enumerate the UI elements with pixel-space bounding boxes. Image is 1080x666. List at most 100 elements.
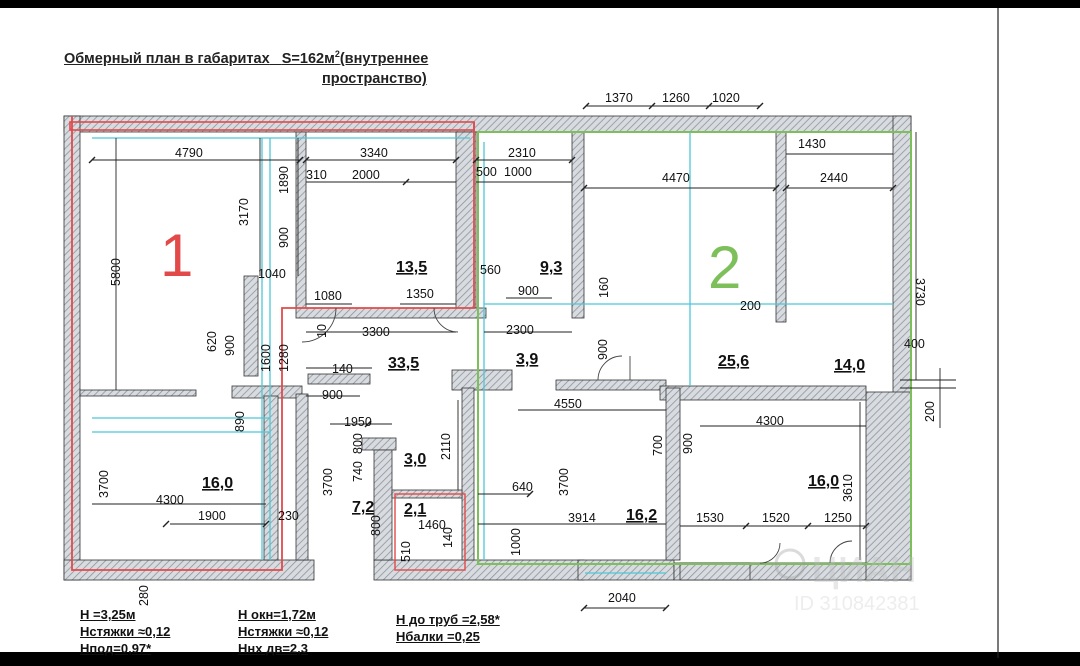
dim-mid2-1: 2300 xyxy=(506,323,534,337)
dim-mid2-2: 900 xyxy=(596,339,610,360)
dim-lower-0: 1950 xyxy=(344,415,372,429)
dim-mid1-5: 200 xyxy=(740,299,761,313)
dim-bm-7: 140 xyxy=(441,527,455,548)
dim-bm-5: 510 xyxy=(399,541,413,562)
dim-row2-0: 2000 xyxy=(352,168,380,182)
dim-left-vert-1: 3170 xyxy=(237,198,251,226)
room-area-4: 25,6 xyxy=(718,353,749,370)
room-area-5: 14,0 xyxy=(834,357,865,374)
watermark: ЦИАН ID 310842381 xyxy=(774,548,920,615)
dim-br-4: 2040 xyxy=(608,591,636,605)
room-area-8: 7,2 xyxy=(352,499,374,516)
plan-title-prefix: Обмерный план в габаритах xyxy=(64,50,270,67)
dim-lower-5: 900 xyxy=(681,433,695,454)
dim-br-3: 3610 xyxy=(841,474,855,502)
plan-title-suffix: (внутреннее xyxy=(339,50,429,67)
dim-mid1-1: 1350 xyxy=(406,287,434,301)
dim-mid1-4: 160 xyxy=(597,277,611,298)
dim-row2-4: 4470 xyxy=(662,171,690,185)
dim-bl-3: 230 xyxy=(278,509,299,523)
dim-mid1-2: 560 xyxy=(480,263,501,277)
plan-title-area-unit: 2 xyxy=(334,49,340,59)
dim-bl-1: 4300 xyxy=(156,493,184,507)
dimension-ticks xyxy=(88,102,897,612)
dim-mid3-4: 200 xyxy=(923,401,937,422)
room-area-3: 3,9 xyxy=(516,351,538,368)
dim-row2-3: 1000 xyxy=(504,165,532,179)
dim-br-0: 1530 xyxy=(696,511,724,525)
room-area-11: 16,0 xyxy=(808,473,839,490)
dim-bl-0: 3700 xyxy=(97,470,111,498)
footer-col2-line1: Нстяжки ≈0,12 xyxy=(238,624,329,639)
dim-left-vert-0: 5800 xyxy=(109,258,123,286)
room-area-6: 3,0 xyxy=(404,451,426,468)
footer-col1-line2: Нпод=0,97* xyxy=(80,641,152,656)
footer-col1-line1: Нстяжки ≈0,12 xyxy=(80,624,171,639)
dimension-lines xyxy=(92,105,956,609)
dim-row1-1: 3340 xyxy=(360,146,388,160)
room-area-2: 33,5 xyxy=(388,355,419,372)
dim-top-1: 1260 xyxy=(662,91,690,105)
plan-title-area: S=162м xyxy=(281,50,335,67)
dim-mid1-0: 1080 xyxy=(314,289,342,303)
dim-lower-2: 740 xyxy=(351,461,365,482)
dim-bl-5: 3700 xyxy=(321,468,335,496)
dim-lower-3: 2110 xyxy=(439,433,453,460)
dim-row1-0: 4790 xyxy=(175,146,203,160)
dim-mid2-7: 10 xyxy=(315,324,329,338)
dim-mid2-0: 3300 xyxy=(362,325,390,339)
dim-bm-0: 640 xyxy=(512,480,533,494)
plan-title-line1: Обмерный план в габаритах S=162м2(внутре… xyxy=(64,49,428,67)
watermark-id: ID 310842381 xyxy=(794,593,920,615)
dim-bm-3: 1000 xyxy=(509,528,523,556)
dim-br-2: 1250 xyxy=(824,511,852,525)
dim-bm-1: 3700 xyxy=(557,468,571,496)
dim-top-0: 1370 xyxy=(605,91,633,105)
zone2-outline xyxy=(477,131,912,565)
watermark-brand: ЦИАН xyxy=(812,549,916,590)
footer-col3-line1: Нбалки =0,25 xyxy=(396,629,480,644)
dim-mid3-5: 3730 xyxy=(913,278,927,306)
dim-mid2-3: 620 xyxy=(205,331,219,352)
footer-col2: Н окн=1,72м Нстяжки ≈0,12 Ннх дв=2,3 xyxy=(238,606,328,657)
dim-mid3-3: 400 xyxy=(904,337,925,351)
room-area-1: 9,3 xyxy=(540,259,562,276)
room-area-9: 2,1 xyxy=(404,501,426,518)
dim-top-2: 1020 xyxy=(712,91,740,105)
dim-bm-6: 1460 xyxy=(418,518,446,532)
dim-mid3-2: 4550 xyxy=(554,397,582,411)
footer-col2-line0: Н окн=1,72м xyxy=(238,607,316,622)
plan-title-line2: пространство) xyxy=(322,71,427,87)
room-area-10: 16,2 xyxy=(626,507,657,524)
dim-br-1: 1520 xyxy=(762,511,790,525)
dim-row2-1: 310 xyxy=(306,168,327,182)
zone1-label: 1 xyxy=(160,222,193,289)
dim-lower-6: 4300 xyxy=(756,414,784,428)
footer-col1-line0: H =3,25м xyxy=(80,607,136,622)
dim-mid3-0: 140 xyxy=(332,362,353,376)
room-area-0: 13,5 xyxy=(396,259,427,276)
footer-col3: Н до труб =2,58* Нбалки =0,25 xyxy=(396,611,500,645)
dim-row2-2: 500 xyxy=(476,165,497,179)
floor-plan-sheet: Обмерный план в габаритах S=162м2(внутре… xyxy=(0,8,1080,658)
footer-col2-line2: Ннх дв=2,3 xyxy=(238,641,308,656)
dim-row1-3: 1430 xyxy=(798,137,826,151)
dim-left-vert-2: 1890 xyxy=(277,166,291,194)
dim-mid2-4: 900 xyxy=(223,335,237,356)
dim-lower-1: 800 xyxy=(351,433,365,454)
dim-bl-4: 280 xyxy=(137,585,151,606)
dim-left-vert-4: 1040 xyxy=(258,267,286,281)
door-swings xyxy=(301,307,853,564)
bathroom-outline xyxy=(394,493,466,571)
room-area-7: 16,0 xyxy=(202,475,233,492)
zone1-outline xyxy=(71,116,475,571)
dim-mid3-1: 900 xyxy=(322,388,343,402)
dim-row2-5: 2440 xyxy=(820,171,848,185)
room-area-labels: 13,5 9,3 33,5 3,9 25,6 14,0 3,0 16,0 7,2… xyxy=(202,259,865,524)
dim-lower-4: 700 xyxy=(651,435,665,456)
dim-lower-7: 890 xyxy=(233,411,247,432)
zone2-label: 2 xyxy=(708,234,741,301)
dim-row1-2: 2310 xyxy=(508,146,536,160)
dim-bm-2: 3914 xyxy=(568,511,596,525)
dim-mid2-6: 1280 xyxy=(277,344,291,372)
